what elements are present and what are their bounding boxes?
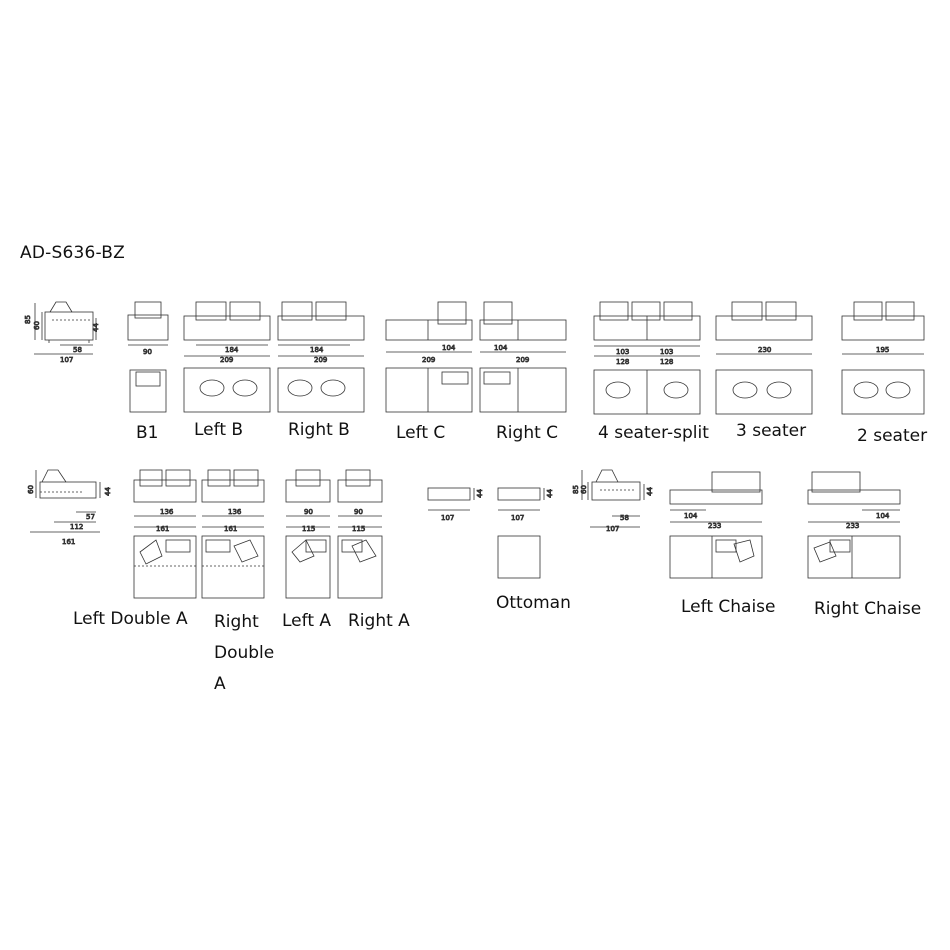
left-b-dim-1: 184 bbox=[225, 346, 239, 354]
module-three-seater: 230 bbox=[715, 301, 813, 415]
profile3-depth: 107 bbox=[606, 525, 619, 533]
label-two-seater: 2 seater bbox=[857, 426, 928, 446]
label-right-chaise: Right Chaise bbox=[814, 599, 922, 619]
label-four-seater-split: 4 seater-split bbox=[598, 423, 709, 443]
label-right-b: Right B bbox=[288, 420, 350, 440]
label-b1: B1 bbox=[136, 423, 159, 443]
right-c-dim-2: 209 bbox=[516, 356, 529, 364]
right-c-dim-1: 104 bbox=[494, 344, 508, 352]
profile2-seat: 57 bbox=[86, 513, 95, 521]
model-title: AD-S636-BZ bbox=[20, 243, 125, 263]
profile-side-view-1: 85 60 44 58 107 bbox=[24, 301, 100, 364]
profile2-back: 60 bbox=[27, 485, 35, 494]
left-b-dim-2: 209 bbox=[220, 356, 233, 364]
module-ottoman: 107 44 107 44 bbox=[427, 487, 554, 579]
left-c-dim: 209 bbox=[422, 356, 435, 364]
profile-side-view-3: 85 60 44 58 107 bbox=[572, 469, 654, 533]
right-chaise-dim-1: 104 bbox=[876, 512, 890, 520]
module-b1: 90 bbox=[127, 301, 169, 413]
right-b-dim-2: 209 bbox=[314, 356, 327, 364]
module-left-double-a: 136 161 bbox=[133, 469, 197, 599]
left-double-a-dim-1: 136 bbox=[160, 508, 174, 516]
split-dim-3: 128 bbox=[616, 358, 629, 366]
module-right-chaise: 104 233 bbox=[807, 471, 901, 579]
split-dim-2: 103 bbox=[660, 348, 673, 356]
profile-side-view-2: 60 44 57 112 161 bbox=[27, 469, 112, 546]
label-right-double-a-3: A bbox=[214, 674, 226, 694]
profile2-arm: 44 bbox=[104, 487, 112, 496]
right-a-dim-2: 115 bbox=[352, 525, 365, 533]
label-left-double-a: Left Double A bbox=[73, 609, 188, 629]
two-seater-dim: 195 bbox=[876, 346, 889, 354]
b1-dim: 90 bbox=[143, 348, 152, 356]
label-right-double-a-2: Double bbox=[214, 643, 275, 663]
module-two-seater: 195 bbox=[841, 301, 925, 415]
left-a-dim-2: 115 bbox=[302, 525, 315, 533]
profile3-seat-depth: 58 bbox=[620, 514, 629, 522]
label-ottoman: Ottoman bbox=[496, 593, 571, 613]
profile1-depth: 107 bbox=[60, 356, 73, 364]
split-dim-4: 128 bbox=[660, 358, 673, 366]
left-a-dim-1: 90 bbox=[304, 508, 313, 516]
ottoman-dim-3: 107 bbox=[511, 514, 524, 522]
ottoman-dim-1: 107 bbox=[441, 514, 454, 522]
label-left-b: Left B bbox=[194, 420, 244, 440]
label-right-c: Right C bbox=[496, 423, 559, 443]
module-right-c: 104 209 bbox=[479, 301, 567, 413]
right-b-dim-1: 184 bbox=[310, 346, 324, 354]
right-double-a-dim-2: 161 bbox=[224, 525, 237, 533]
profile3-height: 85 bbox=[572, 485, 580, 494]
ottoman-dim-4: 44 bbox=[546, 489, 554, 498]
profile3-arm: 44 bbox=[646, 487, 654, 496]
module-left-c: 104 209 bbox=[385, 301, 473, 413]
left-c-extra-dim: 104 bbox=[442, 344, 456, 352]
label-left-chaise: Left Chaise bbox=[681, 597, 776, 617]
module-right-a: 90 115 bbox=[337, 469, 383, 599]
profile2-depth: 161 bbox=[62, 538, 75, 546]
profile1-arm: 44 bbox=[92, 323, 100, 332]
module-right-double-a: 136 161 bbox=[201, 469, 265, 599]
three-seater-dim: 230 bbox=[758, 346, 771, 354]
profile1-seat: 60 bbox=[33, 321, 41, 330]
left-double-a-dim-2: 161 bbox=[156, 525, 169, 533]
split-dim-1: 103 bbox=[616, 348, 629, 356]
module-left-chaise: 104 233 bbox=[669, 471, 763, 579]
right-chaise-dim-2: 233 bbox=[846, 522, 859, 530]
left-chaise-dim-2: 233 bbox=[708, 522, 721, 530]
profile3-seat: 60 bbox=[580, 485, 588, 494]
profile2-seat2: 112 bbox=[70, 523, 83, 531]
profile1-seat-depth: 58 bbox=[73, 346, 82, 354]
label-right-double-a-1: Right bbox=[214, 612, 259, 632]
right-a-dim-1: 90 bbox=[354, 508, 363, 516]
module-four-seater-split: 103 103 128 128 bbox=[593, 301, 701, 415]
module-left-b: 184 209 bbox=[183, 301, 271, 413]
label-left-c: Left C bbox=[396, 423, 446, 443]
ottoman-dim-2: 44 bbox=[476, 489, 484, 498]
profile1-height: 85 bbox=[24, 315, 32, 324]
left-chaise-dim-1: 104 bbox=[684, 512, 698, 520]
module-right-b: 184 209 bbox=[277, 301, 365, 413]
right-double-a-dim-1: 136 bbox=[228, 508, 242, 516]
label-three-seater: 3 seater bbox=[736, 421, 807, 441]
label-left-a: Left A bbox=[282, 611, 332, 631]
module-left-a: 90 115 bbox=[285, 469, 331, 599]
label-right-a: Right A bbox=[348, 611, 410, 631]
